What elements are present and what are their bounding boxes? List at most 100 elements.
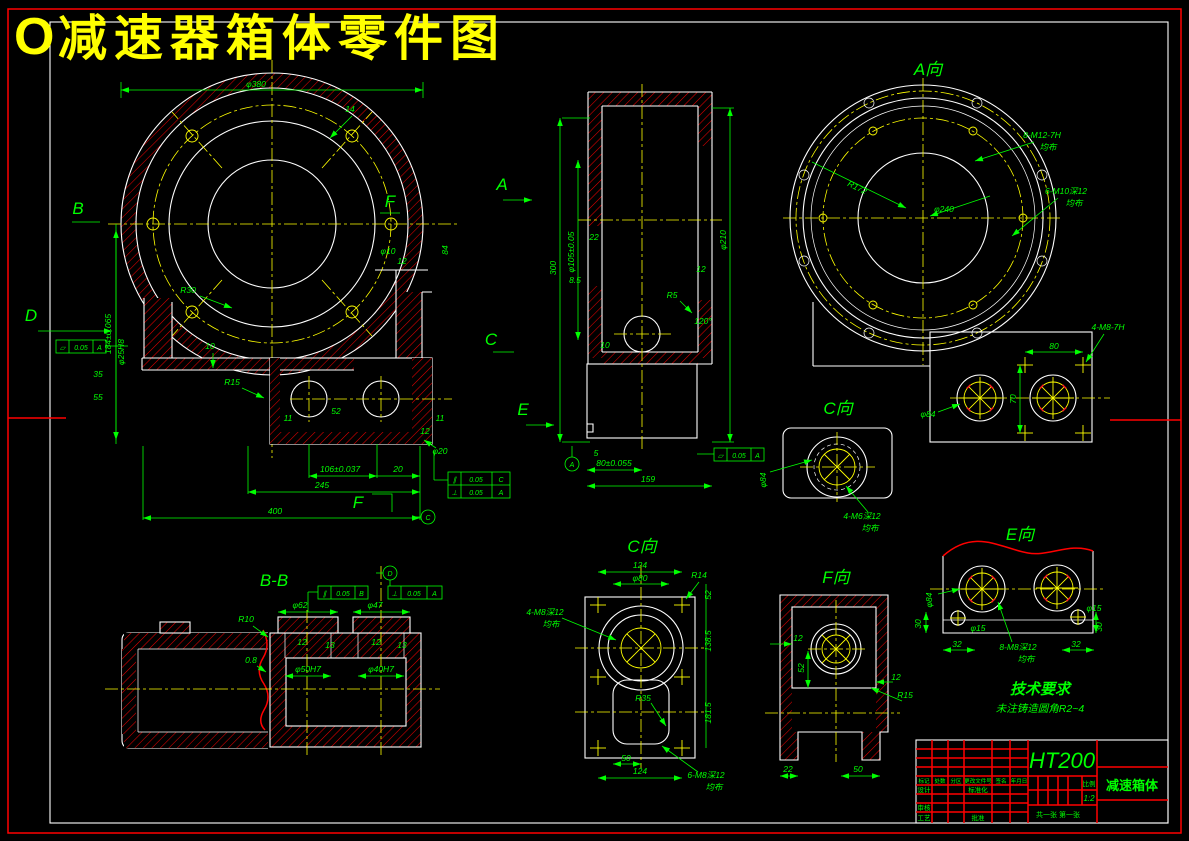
dim-label: R35 xyxy=(635,693,651,703)
thread-note: 均布 xyxy=(1017,654,1036,664)
tol-symbol: ▱ xyxy=(718,453,725,460)
titleblock-standard: 标准化 xyxy=(968,785,988,794)
view-title-e: E向 xyxy=(1006,525,1036,544)
dim-label: 30 xyxy=(913,619,923,629)
page-title: 减速器箱体零件图 xyxy=(58,12,506,66)
dim-label: 30 xyxy=(1094,622,1104,632)
dim-label: 5 xyxy=(594,448,599,458)
part-name: 减速箱体 xyxy=(1106,778,1159,793)
tol-symbol: ⊥ xyxy=(391,591,397,598)
view-title-a: A向 xyxy=(913,60,944,79)
technical-requirements: 技术要求 未注铸造圆角R2~4 xyxy=(996,681,1085,715)
dim-label: 400 xyxy=(268,506,282,516)
thread-note: 均布 xyxy=(1065,198,1084,208)
titleblock-header: 分区 xyxy=(950,777,962,785)
tol-value: 0.05 xyxy=(469,490,483,497)
dim-label: φ84 xyxy=(924,592,934,607)
dim-label: 32 xyxy=(1071,639,1081,649)
dim-label: φ105±0.05 xyxy=(566,231,576,272)
tol-value: 0.05 xyxy=(336,591,350,598)
dim-label: φ240 xyxy=(934,204,954,214)
thread-note: 8-M8深12 xyxy=(999,642,1037,652)
tolerance-frame: ▱ 0.05 A xyxy=(697,447,765,462)
tol-datum-ref: A xyxy=(96,345,102,352)
dim-label: φ62 xyxy=(293,600,308,610)
titleblock-approve: 批准 xyxy=(972,813,986,822)
dim-label: 12 xyxy=(891,672,901,682)
dim-label: 138.5 xyxy=(703,630,713,652)
dim-label: 8.5 xyxy=(569,275,581,285)
dim-label: 22 xyxy=(782,764,793,774)
dim-label: 124 xyxy=(633,560,647,570)
dim-label: 20 xyxy=(392,464,403,474)
section-title-bb: B-B xyxy=(260,571,288,590)
dim-label: 12 xyxy=(397,256,407,266)
drawing-title: O 减速器箱体零件图 xyxy=(14,8,506,66)
tol-symbol: ∥ xyxy=(453,476,457,484)
thread-note: 均布 xyxy=(1039,142,1058,152)
c-big-view: 124 φ80 R14 52 138.5 181.5 R35 50 124 4-… xyxy=(526,537,725,792)
tol-symbol: ⊥ xyxy=(451,490,457,497)
tol-symbol: ∥ xyxy=(323,590,327,598)
dim-label: R14 xyxy=(691,570,707,580)
dim-label: 12 xyxy=(371,637,381,647)
e-view: 30 φ15 32 φ15 30 32 8-M8深12 均布 φ84 E向 xyxy=(913,525,1105,664)
dim-label: 159 xyxy=(641,474,655,484)
dim-label: R15 xyxy=(897,690,913,700)
datum-letter: D xyxy=(387,571,392,578)
dim-label: 84 xyxy=(440,245,450,255)
dim-label: 50 xyxy=(621,753,631,763)
thread-note: 4-M6深12 xyxy=(843,511,881,521)
dim-label: φ15 xyxy=(971,623,986,633)
dim-label: 70 xyxy=(1008,394,1018,404)
dim-label: φ15 xyxy=(1087,603,1102,613)
thread-note: 4-M8深12 xyxy=(526,607,564,617)
dim-label: φ47 xyxy=(368,600,383,610)
thread-note: 均布 xyxy=(705,782,724,792)
dim-label: φ10 xyxy=(381,246,396,256)
dim-label: 300 xyxy=(548,261,558,275)
dim-label: 245 xyxy=(314,480,329,490)
dim-label: 13 xyxy=(325,640,335,650)
titleblock-header: 签名 xyxy=(995,777,1006,785)
dim-label: φ380 xyxy=(246,79,266,89)
dim-label: φ25H8 xyxy=(116,339,126,365)
thread-note: 均布 xyxy=(861,523,880,533)
dim-label: 11 xyxy=(436,413,445,423)
dim-label: φ50H7 xyxy=(295,664,321,674)
dim-label: 11 xyxy=(284,413,293,423)
dim-label: 0.8 xyxy=(245,655,257,665)
tolerance-frame: ∥ 0.05 B xyxy=(307,585,369,612)
dim-label: 80±0.055 xyxy=(596,458,632,468)
material-label: HT200 xyxy=(1029,748,1096,773)
tol-value: 0.05 xyxy=(74,345,88,352)
tol-datum-ref: A xyxy=(431,591,437,598)
bolt-holes-m12 xyxy=(798,97,1048,339)
tol-datum-ref: B xyxy=(359,591,364,598)
dim-label: 12 xyxy=(420,426,430,436)
dim-label: 32 xyxy=(952,639,962,649)
view-title-c-big: C向 xyxy=(627,537,658,556)
thread-note: 6-M10深12 xyxy=(1045,186,1087,196)
dim-label: R5 xyxy=(667,290,678,300)
view-title-c-small: C向 xyxy=(823,399,854,418)
scale-value: 1:2 xyxy=(1083,794,1095,803)
main-view: φ380 14 184±0.065 R30 φ25H8 35 55 10 52 … xyxy=(25,60,511,525)
dim-label: φ84 xyxy=(921,409,936,419)
datum-symbol: D xyxy=(376,565,398,586)
view-label-a: A xyxy=(495,175,507,194)
view-title-f: F向 xyxy=(822,568,851,587)
dim-label: 12 xyxy=(297,637,307,647)
dim-label: 52 xyxy=(796,663,806,673)
tol-value: 0.05 xyxy=(407,591,421,598)
view-label-d: D xyxy=(25,306,37,325)
bolt-holes-m10 xyxy=(818,126,1028,310)
dim-label: 184±0.065 xyxy=(103,314,113,354)
break-line xyxy=(942,540,1094,557)
tol-datum-ref: A xyxy=(498,490,504,497)
thread-note: 8-M12-7H xyxy=(1023,130,1062,140)
titleblock-header: 处数 xyxy=(934,777,946,785)
dim-label: 13 xyxy=(397,640,407,650)
dim-label: R172 xyxy=(846,178,869,196)
